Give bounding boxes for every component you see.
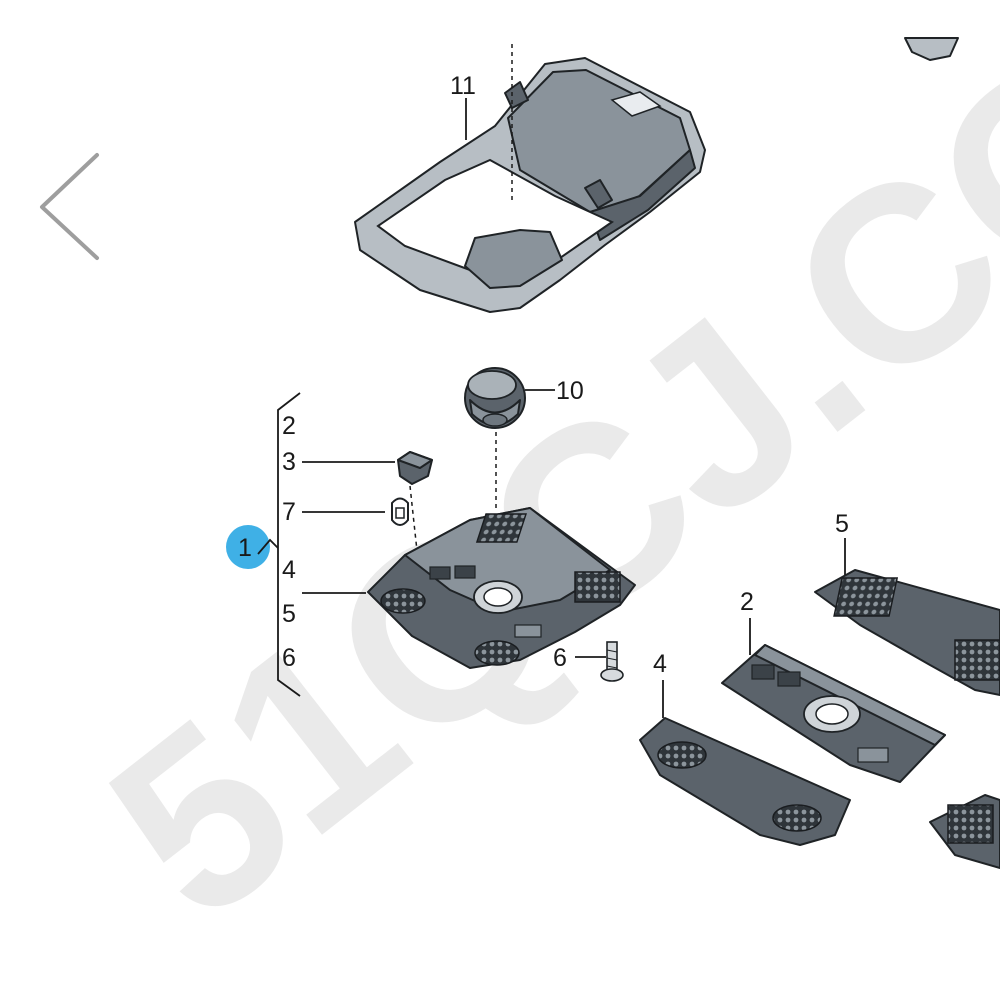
callout-bracket-7: 7 [282, 498, 296, 526]
callout-bracket-1: 1 [238, 534, 252, 562]
callout-screw-6: 6 [553, 644, 567, 672]
part-7-ring-clip [391, 497, 409, 526]
partial-part-bottom-right [929, 794, 1000, 869]
part-1-console-assembly [367, 507, 636, 669]
part-5-right-panel [814, 569, 1000, 696]
callout-bracket-4: 4 [282, 556, 296, 584]
hotspot-part-1[interactable]: 1 [226, 525, 279, 569]
callout-10: 10 [556, 377, 584, 405]
callout-right-4: 4 [653, 650, 667, 678]
callout-right-5: 5 [835, 510, 849, 538]
group-bracket [277, 392, 301, 697]
callout-11: 11 [450, 72, 476, 100]
part-4-right-panel [639, 717, 851, 846]
partial-part-top-right [904, 37, 959, 61]
callout-right-2: 2 [740, 588, 754, 616]
part-10-knob [464, 367, 526, 429]
part-3-clip [397, 451, 433, 485]
callout-bracket-5: 5 [282, 600, 296, 628]
part-11-housing-frame [354, 57, 706, 313]
part-2-right-panel [721, 644, 946, 783]
callout-bracket-2: 2 [282, 412, 296, 440]
callout-bracket-3: 3 [282, 448, 296, 476]
chevron-left-icon[interactable] [40, 153, 99, 260]
part-6-screw [600, 641, 624, 682]
callout-bracket-6: 6 [282, 644, 296, 672]
